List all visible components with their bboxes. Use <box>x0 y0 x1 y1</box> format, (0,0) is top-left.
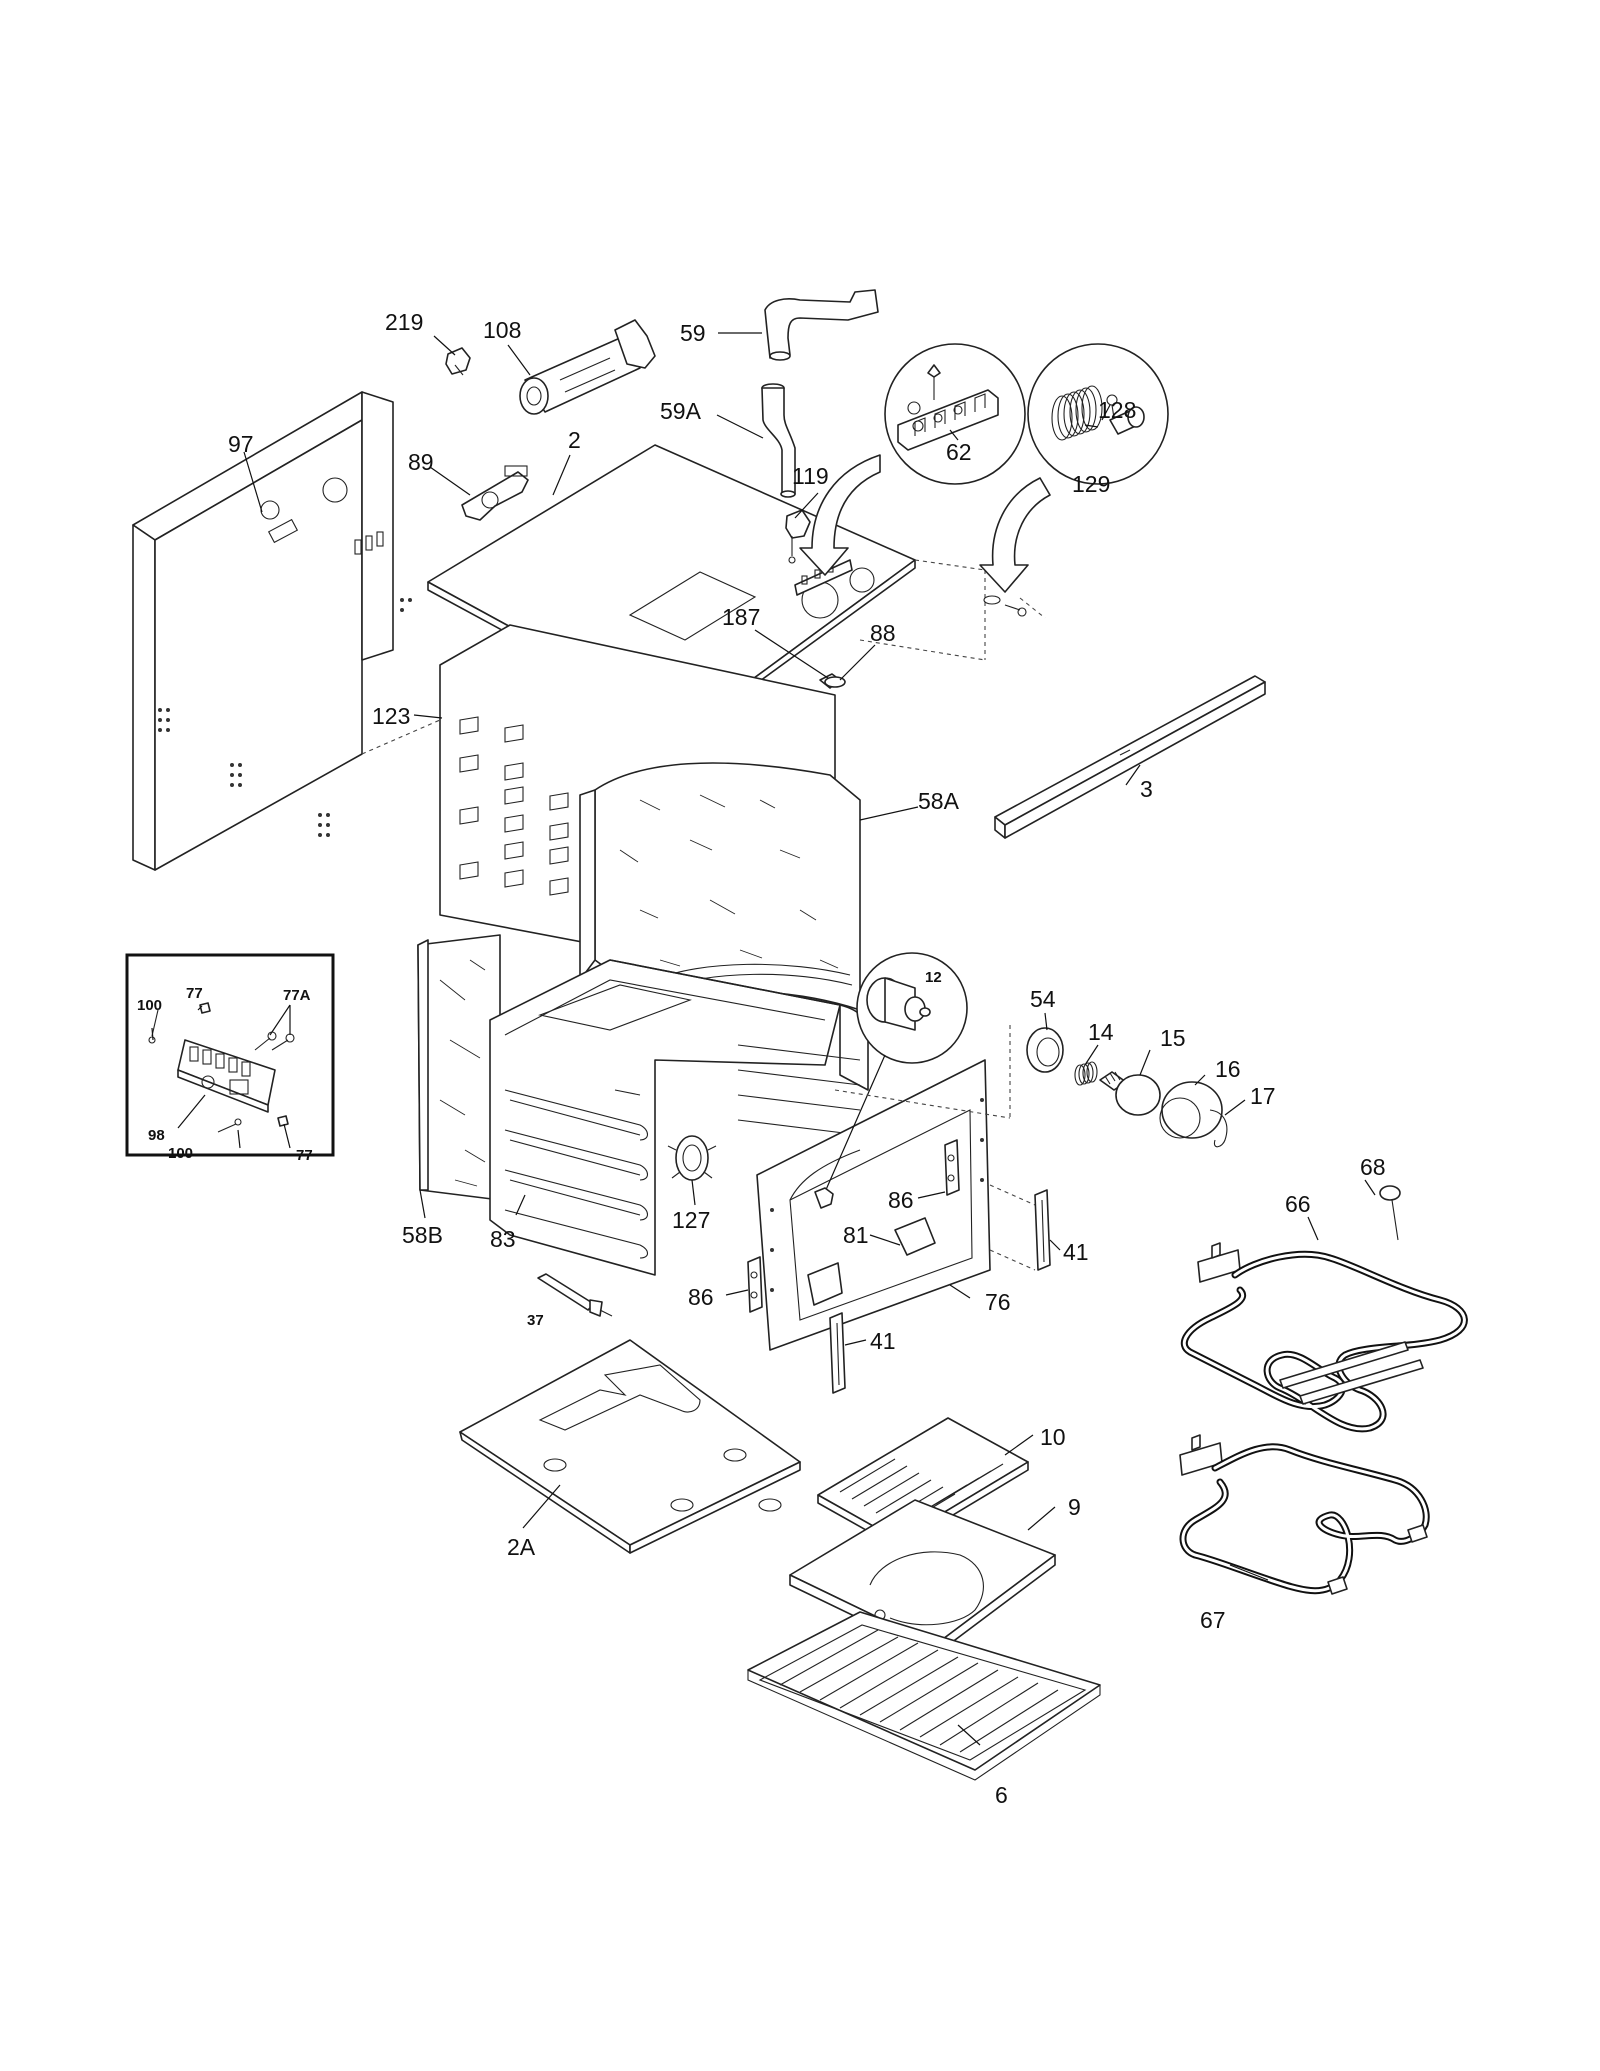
part-81-brackets <box>807 1217 936 1306</box>
label-129: 129 <box>1072 471 1110 497</box>
label-108: 108 <box>483 317 521 343</box>
inset-128-129-detail <box>979 343 1169 617</box>
part-108-fan-motor <box>519 319 656 415</box>
part-59-duct <box>764 289 879 361</box>
part-66-broil-element <box>1180 1242 1468 1433</box>
label-41-lower: 41 <box>870 1328 896 1354</box>
part-68-pin <box>1379 1185 1401 1241</box>
label-3: 3 <box>1140 776 1153 802</box>
label-16: 16 <box>1215 1056 1241 1082</box>
label-219: 219 <box>385 309 423 335</box>
label-128: 128 <box>1098 397 1136 423</box>
part-83-oven-cavity <box>489 959 869 1276</box>
part-2A-bottom-panel <box>459 1339 801 1554</box>
label-81: 81 <box>843 1222 869 1248</box>
label-37: 37 <box>527 1312 544 1329</box>
part-97-side-panel <box>132 391 441 871</box>
part-17-wire-clip <box>1209 1109 1228 1148</box>
label-62: 62 <box>946 439 972 465</box>
part-127-fan <box>667 1135 717 1181</box>
label-17: 17 <box>1250 1083 1276 1109</box>
label-67: 67 <box>1200 1607 1226 1633</box>
part-41-slide-upper <box>1034 1189 1051 1271</box>
part-58B-insulation <box>417 934 501 1201</box>
inset-label-98: 98 <box>148 1127 165 1144</box>
part-219-clip <box>445 347 471 376</box>
label-66: 66 <box>1285 1191 1311 1217</box>
part-41-slide-lower <box>829 1312 846 1394</box>
label-97: 97 <box>228 431 254 457</box>
part-76-liner-frame <box>756 1059 991 1351</box>
label-9: 9 <box>1068 1494 1081 1520</box>
part-16-light-lens <box>1159 1081 1223 1139</box>
label-15: 15 <box>1160 1025 1186 1051</box>
label-89: 89 <box>408 449 434 475</box>
label-68: 68 <box>1360 1154 1386 1180</box>
part-187-88-hinge-area <box>819 673 846 689</box>
callout-labels: 219 108 59 59A 119 62 128 129 97 89 2 18… <box>137 309 1386 1808</box>
label-58A: 58A <box>918 788 960 814</box>
label-41-upper: 41 <box>1063 1239 1089 1265</box>
inset-control-board-detail <box>125 953 335 1157</box>
label-83: 83 <box>490 1226 516 1252</box>
part-59A-tube <box>761 383 796 498</box>
part-15-light-bulb <box>1099 1071 1161 1116</box>
label-6: 6 <box>995 1782 1008 1808</box>
label-88: 88 <box>870 620 896 646</box>
label-127: 127 <box>672 1207 710 1233</box>
label-86-lower: 86 <box>688 1284 714 1310</box>
part-6-oven-rack <box>747 1611 1101 1781</box>
label-76: 76 <box>985 1289 1011 1315</box>
label-119: 119 <box>792 463 829 489</box>
inset-label-100-top: 100 <box>137 997 162 1014</box>
part-89-bracket <box>461 465 529 521</box>
label-14: 14 <box>1088 1019 1114 1045</box>
label-10: 10 <box>1040 1424 1066 1450</box>
inset-12-light-socket <box>814 952 968 1209</box>
part-14-socket-spring <box>1074 1061 1098 1086</box>
label-59A: 59A <box>660 398 702 424</box>
label-59: 59 <box>680 320 706 346</box>
inset-label-77-bottom: 77 <box>296 1147 313 1164</box>
label-123: 123 <box>372 703 410 729</box>
label-86-upper: 86 <box>888 1187 914 1213</box>
part-3-trim-bar <box>994 675 1266 839</box>
inset-label-77A: 77A <box>283 987 311 1004</box>
inset-62-terminal-block-detail <box>799 343 1026 576</box>
label-2A: 2A <box>507 1534 536 1560</box>
part-37-temperature-sensor <box>537 1273 613 1317</box>
inset-label-100-bottom: 100 <box>168 1145 193 1162</box>
label-187: 187 <box>722 604 760 630</box>
inset-label-77-top: 77 <box>186 985 203 1002</box>
label-54: 54 <box>1030 986 1056 1012</box>
leader-lines <box>243 332 1376 1746</box>
part-86-hinge-left <box>747 1256 763 1313</box>
part-54-light-ring <box>1026 1027 1064 1073</box>
label-2: 2 <box>568 427 581 453</box>
part-67-bake-element <box>1179 1434 1430 1595</box>
part-86-hinge-right <box>944 1139 960 1196</box>
label-58B: 58B <box>402 1222 443 1248</box>
label-12: 12 <box>925 969 942 986</box>
